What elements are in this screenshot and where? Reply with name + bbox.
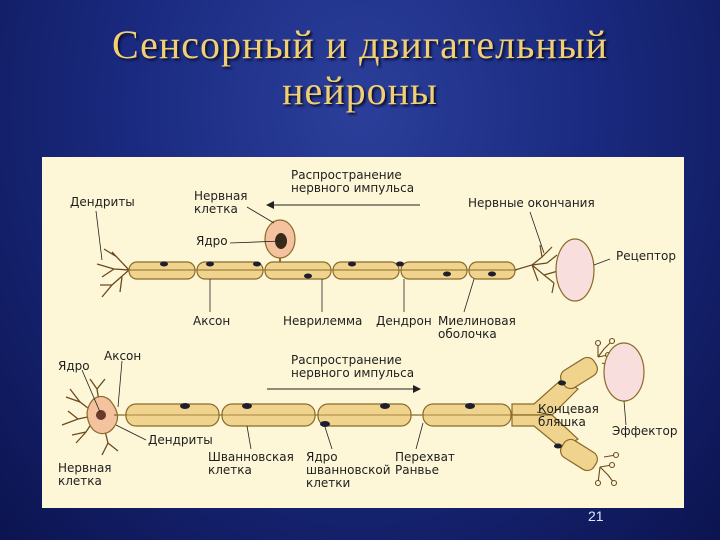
slide-title: Сенсорный и двигательный нейроны (0, 22, 720, 114)
motor-neuron (61, 337, 645, 487)
title-line-2: нейроны (282, 68, 438, 113)
label-schwann-nucleus: Ядро шванновской клетки (306, 450, 391, 490)
label-dendrites-motor: Дендриты (148, 433, 213, 447)
neuron-diagram-svg (61, 201, 645, 487)
page-number: 21 (588, 508, 604, 524)
label-nerve-cell: Нервная клетка (194, 189, 248, 216)
label-myelin: Миелиновая оболочка (438, 314, 516, 341)
label-effector: Эффектор (612, 424, 678, 438)
motor-schwann-nuclei (180, 403, 475, 427)
sensory-schwann-nuclei (160, 261, 496, 279)
neuron-diagram-panel: Дендриты Нервная клетка Распространение … (42, 157, 684, 508)
effector-shape (603, 342, 645, 402)
motor-cell-nucleus (96, 410, 106, 420)
label-axon-sensory: Аксон (193, 314, 231, 328)
label-nucleus-sensory: Ядро (196, 234, 228, 248)
motor-axon-branches (511, 356, 598, 472)
label-nerve-cell-motor: Нервная клетка (58, 461, 112, 488)
label-ranvier: Перехват Ранвье (395, 450, 455, 477)
label-axon-motor: Аксон (104, 349, 142, 363)
label-neurilemma: Неврилемма (283, 314, 363, 328)
label-nucleus-motor: Ядро (58, 359, 90, 373)
label-end-plate: Концевая бляшка (538, 402, 599, 429)
title-line-1: Сенсорный и двигательный (111, 22, 609, 67)
motor-dendrites (61, 378, 119, 456)
label-impulse-sensory: Распространение нервного импульса (291, 168, 415, 195)
label-receptor: Рецептор (616, 249, 676, 263)
label-impulse-motor: Распространение нервного импульса (291, 353, 415, 380)
sensory-neuron (95, 201, 611, 313)
label-nerve-endings: Нервные окончания (468, 196, 595, 210)
receptor-shape (555, 238, 595, 302)
label-dendrites: Дендриты (70, 195, 135, 209)
label-schwann-cell: Шванновская клетка (208, 450, 294, 477)
label-dendron: Дендрон (376, 314, 432, 328)
sensory-dendrites (96, 248, 130, 298)
sensory-nerve-endings (514, 244, 559, 294)
